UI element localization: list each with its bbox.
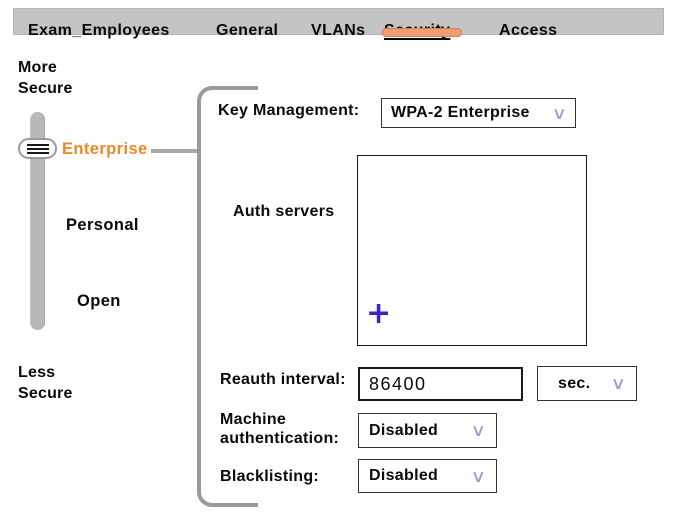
tab-exam-employees[interactable]: Exam_Employees [28,22,170,39]
tab-access[interactable]: Access [499,22,558,39]
machine-authentication-value: Disabled [369,421,439,439]
slider-option-personal[interactable]: Personal [66,216,139,234]
key-management-label: Key Management: [218,102,360,119]
grip-lines-icon [26,147,49,150]
tab-general[interactable]: General [216,22,279,39]
blacklisting-value: Disabled [369,467,439,484]
chevron-down-icon: ∨ [550,103,567,123]
slider-option-open[interactable]: Open [77,292,121,310]
reauth-interval-input[interactable] [358,367,523,401]
less-secure-caption: Less Secure [18,364,73,402]
reauth-unit-dropdown[interactable]: sec. ∨ [537,366,637,401]
blacklisting-dropdown[interactable]: Disabled ∨ [358,459,497,493]
auth-servers-listbox[interactable] [357,155,587,346]
machine-authentication-dropdown[interactable]: Disabled ∨ [358,413,497,448]
grip-lines-icon [26,151,49,154]
auth-servers-label: Auth servers [233,203,335,220]
slider-option-enterprise[interactable]: Enterprise [62,140,148,158]
reauth-interval-label: Reauth interval: [220,371,346,388]
active-tab-indicator [382,28,462,37]
security-slider-track[interactable] [30,112,45,330]
tab-bar: Exam_Employees General VLANs Security Ac… [13,8,664,39]
key-management-dropdown[interactable]: WPA-2 Enterprise ∨ [381,98,576,128]
plus-icon: + [366,296,392,331]
grip-lines-icon [26,143,49,146]
machine-authentication-label: Machine authentication: [220,411,340,447]
security-slider-handle[interactable] [18,138,57,159]
selected-option-connector-line [151,149,197,153]
key-management-value: WPA-2 Enterprise [391,104,530,121]
chevron-down-icon: ∨ [469,421,486,440]
chevron-down-icon: ∨ [609,374,626,393]
add-auth-server-button[interactable]: + [366,298,394,330]
tab-vlans[interactable]: VLANs [311,22,366,39]
chevron-down-icon: ∨ [469,466,486,486]
more-secure-caption: More Secure [18,59,73,97]
blacklisting-label: Blacklisting: [220,468,320,485]
settings-group-bracket [197,86,258,507]
reauth-unit-value: sec. [558,374,591,392]
